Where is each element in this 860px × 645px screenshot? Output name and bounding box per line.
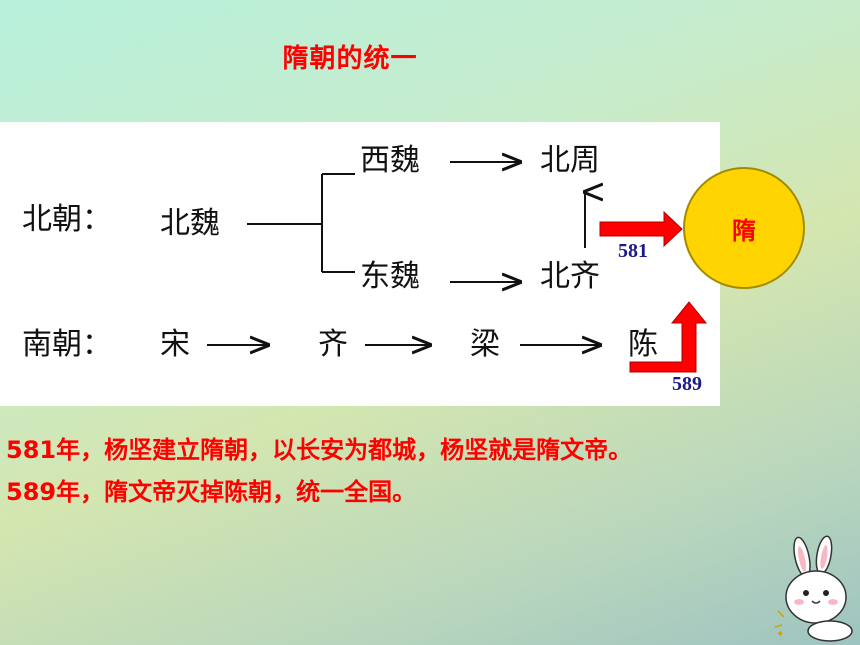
node-xi-wei: 西魏 (360, 143, 420, 178)
sui-dynasty-circle: 隋 (683, 167, 805, 289)
node-bei-wei: 北魏 (160, 206, 220, 241)
south-dynasty-label: 南朝： (22, 327, 112, 362)
rabbit-mascot-icon: ✦ (774, 535, 853, 642)
svg-text:✦: ✦ (776, 629, 784, 640)
node-dong-wei: 东魏 (360, 259, 420, 294)
red-arrow-581 (599, 210, 683, 248)
north-dynasty-label: 北朝： (22, 202, 112, 237)
node-qi: 齐 (318, 327, 348, 362)
sui-label: 隋 (732, 216, 756, 245)
dynasty-diagram-panel (0, 122, 720, 406)
node-liang: 梁 (470, 327, 500, 362)
node-bei-qi: 北齐 (540, 259, 600, 294)
slide-title: 隋朝的统一 (282, 44, 418, 74)
year-589-label: 589 (672, 373, 702, 395)
red-arrow-589 (629, 301, 708, 373)
description-line-2: 589年，隋文帝灭掉陈朝，统一全国。 (6, 478, 417, 506)
description-line-1: 581年，杨坚建立隋朝，以长安为都城，杨坚就是隋文帝。 (6, 436, 633, 464)
node-bei-zhou: 北周 (540, 143, 600, 178)
year-581-label: 581 (618, 240, 648, 262)
node-song: 宋 (160, 327, 190, 362)
node-chen: 陈 (628, 327, 658, 362)
